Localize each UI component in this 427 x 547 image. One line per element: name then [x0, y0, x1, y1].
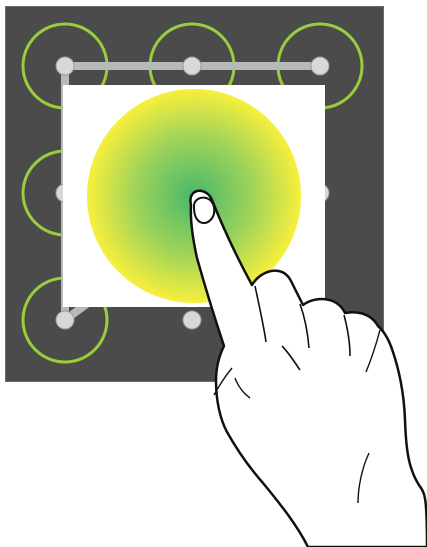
pattern-node-1[interactable]	[56, 57, 74, 75]
pattern-node-2[interactable]	[183, 57, 201, 75]
pattern-node-3[interactable]	[311, 57, 329, 75]
pattern-node-8[interactable]	[183, 311, 201, 329]
pattern-node-7[interactable]	[56, 311, 74, 329]
